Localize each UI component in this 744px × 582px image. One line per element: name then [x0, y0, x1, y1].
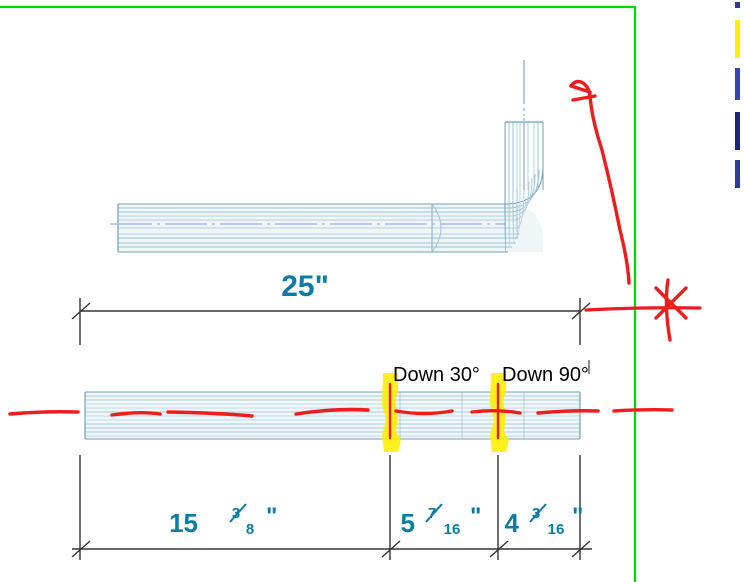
- red-centerline-seg-1: [8, 410, 80, 416]
- highlight-bend-1: [382, 373, 401, 452]
- palette-swatch[interactable]: [735, 112, 740, 150]
- segment-2-numerator: 7: [428, 505, 436, 522]
- segment-1-whole: 15: [169, 508, 198, 538]
- segment-3-numerator: 3: [532, 505, 540, 522]
- bend-note-2: Down 90°: [502, 364, 589, 386]
- viewport-border: [0, 5, 637, 582]
- segment-dimension-2: 5 7 16 ": [401, 503, 482, 538]
- segment-1-denominator: 8: [246, 521, 254, 538]
- red-annotations: [8, 79, 702, 440]
- segment-3-whole: 4: [505, 508, 520, 538]
- palette-swatch[interactable]: [735, 68, 740, 100]
- segment-dimension-1: 15 3 8 ": [169, 503, 277, 538]
- segment-2-unit: ": [470, 503, 481, 530]
- segment-dimension-3: 4 3 16 ": [505, 503, 584, 538]
- segment-1-unit: ": [266, 503, 277, 530]
- overall-dimension-25[interactable]: 25": [71, 270, 591, 345]
- red-x-mark: [654, 278, 688, 342]
- red-centerline-seg-6: [470, 409, 522, 415]
- palette-swatch[interactable]: [735, 2, 740, 8]
- segment-2-whole: 5: [401, 508, 415, 538]
- segment-1-numerator: 3: [232, 505, 240, 522]
- palette-swatch[interactable]: [735, 160, 740, 188]
- segment-3-unit: ": [572, 503, 583, 530]
- red-centerline-seg-3: [166, 410, 254, 418]
- segment-dimensions[interactable]: 15 3 8 " 5 7 16 " 4 3 16 ": [71, 455, 592, 560]
- overall-dimension-label: 25": [281, 270, 329, 303]
- red-centerline-seg-8: [612, 407, 674, 413]
- color-palette-strip[interactable]: [734, 0, 744, 582]
- segment-2-denominator: 16: [444, 521, 461, 538]
- red-centerline-seg-7: [536, 409, 600, 415]
- bend-note-1: Down 30°: [393, 364, 480, 386]
- red-centerline-seg-2: [110, 411, 162, 417]
- red-callout-arrow: [569, 79, 631, 285]
- bent-tube-side-view[interactable]: [110, 60, 544, 253]
- palette-swatch[interactable]: [735, 20, 740, 58]
- segment-3-denominator: 16: [548, 521, 565, 538]
- red-centerline-seg-5: [394, 409, 454, 416]
- red-centerline-seg-4: [294, 407, 370, 416]
